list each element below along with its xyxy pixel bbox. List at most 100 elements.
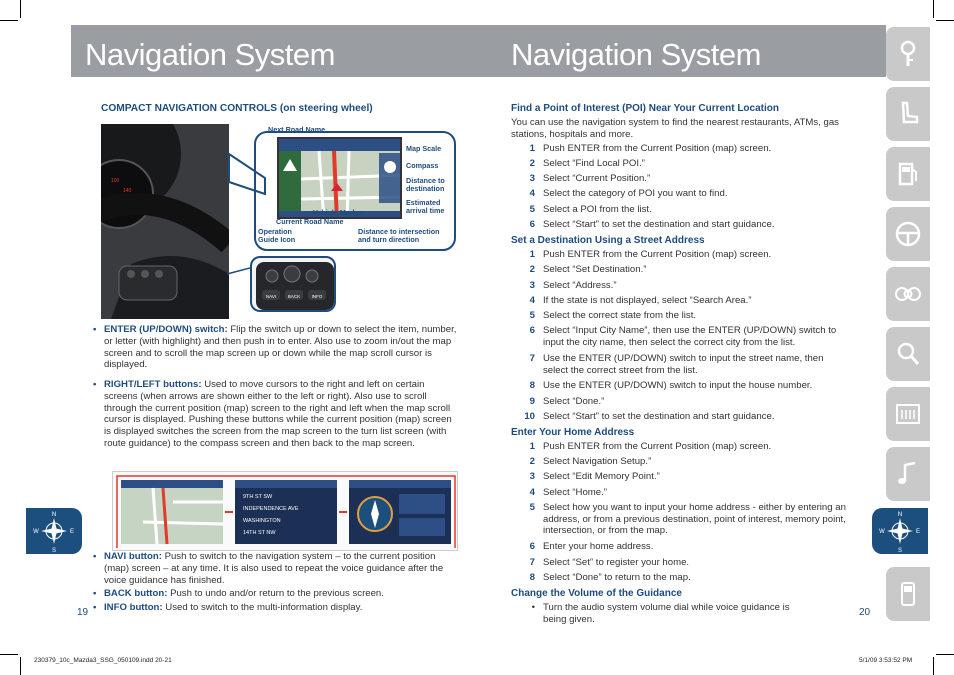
step-text: Select “Address.” <box>543 280 617 291</box>
step-text: Select how you want to input your home a… <box>543 502 846 537</box>
bullet-key: NAVI button: <box>104 551 162 562</box>
turn-list-item: 14TH ST NW <box>243 530 276 536</box>
left-banner: Navigation System <box>71 25 482 77</box>
compass-n-label: N <box>898 512 902 518</box>
steering-wheel-icon <box>895 221 921 247</box>
left-footer: 230379_10c_Mazda3_SSG_050109.indd 20-21 <box>34 657 172 664</box>
compass-e-label: E <box>916 529 920 535</box>
callout-vehicle-marker: Vehicle Marker <box>313 208 364 217</box>
right-compass-badge: N S W E <box>872 508 928 554</box>
compass-s-label: S <box>898 548 902 554</box>
tab-gauges[interactable] <box>886 267 930 321</box>
tab-phone[interactable] <box>886 567 930 621</box>
tab-keys[interactable] <box>886 27 930 81</box>
bullet-right-left: • RIGHT/LEFT buttons: Used to move curso… <box>93 379 452 449</box>
wheel-buttons-closeup: NAVI BACK INFO <box>250 256 336 312</box>
step-text: Select “Set Destination.” <box>543 264 647 275</box>
turn-list-item: WASHINGTON <box>243 518 281 524</box>
right-page-title: Navigation System <box>511 37 761 72</box>
bullet-key: BACK button: <box>104 588 168 599</box>
compass-w-label: W <box>879 529 885 535</box>
callout-distance-destination: Distance to destination <box>406 176 445 193</box>
bullet-back: • BACK button: Push to undo and/or retur… <box>93 588 384 599</box>
wheel-back-label: BACK <box>288 294 300 299</box>
tab-audio[interactable] <box>886 447 930 501</box>
step-text: Select the correct state from the list. <box>543 310 697 321</box>
turn-list-item: 9TH ST SW <box>243 494 273 500</box>
step-text: Select “Input City Name”, then use the E… <box>543 325 837 348</box>
bullet-navi: • NAVI button: Push to switch to the nav… <box>93 551 444 586</box>
step-text: Select “Set” to register your home. <box>543 557 690 568</box>
key-icon <box>900 40 916 66</box>
step-text: Push ENTER from the Current Position (ma… <box>543 441 772 452</box>
step-text: Enter your home address. <box>543 541 654 552</box>
left-compass-badge: N S W E <box>26 508 82 554</box>
right-footer: 5/1/09 3:53:52 PM <box>859 657 913 664</box>
tab-search[interactable] <box>886 327 930 381</box>
right-page-number: 20 <box>859 607 871 618</box>
callout-operation-guide: Operation Guide Icon <box>258 227 296 244</box>
navigation-screen-image <box>277 137 402 219</box>
step-text: Select “Done.” <box>543 396 605 407</box>
bullet-info: • INFO button: Used to switch to the mul… <box>93 602 363 613</box>
step-text: Push ENTER from the Current Position (ma… <box>543 249 772 260</box>
tab-seats[interactable] <box>886 87 930 141</box>
compass-w-label: W <box>33 529 39 535</box>
turn-list-item: INDEPENDENCE AVE <box>243 506 299 512</box>
step-text: Select “Find Local POI.” <box>543 158 645 169</box>
svg-text:100: 100 <box>111 178 120 184</box>
compass-s-label: S <box>52 548 56 554</box>
street-heading: Set a Destination Using a Street Address <box>511 235 705 246</box>
step-text: Turn the audio system volume dial while … <box>543 602 790 625</box>
home-heading: Enter Your Home Address <box>511 427 635 438</box>
step-text: Select “Start” to set the destination an… <box>543 411 775 422</box>
wheel-navi-label: NAVI <box>266 294 276 299</box>
compass-e-label: E <box>70 529 74 535</box>
step-text: Select Navigation Setup.” <box>543 456 652 467</box>
tab-climate[interactable] <box>886 387 930 441</box>
right-banner: Navigation System <box>482 25 886 77</box>
screen-sequence-image: 9TH ST SW INDEPENDENCE AVE WASHINGTON 14… <box>112 471 458 551</box>
callout-next-road: Next Road Name <box>268 125 326 134</box>
compact-controls-heading: COMPACT NAVIGATION CONTROLS (on steering… <box>101 103 373 114</box>
compass-rose-icon: N S W E <box>33 512 74 554</box>
tab-steering[interactable] <box>886 207 930 261</box>
bullet-key: INFO button: <box>104 602 163 613</box>
step-text: If the state is not displayed, select “S… <box>543 295 752 306</box>
step-text: Select “Home.” <box>543 487 607 498</box>
climate-icon <box>896 404 920 424</box>
guidance-bullet: •Turn the audio system volume dial while… <box>511 602 790 625</box>
guidance-heading: Change the Volume of the Guidance <box>511 588 682 599</box>
callout-distance-intersection: Distance to intersection and turn direct… <box>358 227 440 244</box>
tab-fuel[interactable] <box>886 147 930 201</box>
wheel-info-label: INFO <box>312 294 323 299</box>
left-page-number: 19 <box>77 607 89 618</box>
step-text: Use the ENTER (UP/DOWN) switch to input … <box>543 353 824 376</box>
compass-n-label: N <box>52 512 56 518</box>
callout-estimated-arrival: Estimated arrival time <box>406 198 445 215</box>
compass-rose-icon: N S W E <box>879 512 920 554</box>
poi-heading: Find a Point of Interest (POI) Near Your… <box>511 103 779 114</box>
poi-intro: You can use the navigation system to fin… <box>511 117 839 140</box>
bullet-text: Used to move cursors to the right and le… <box>104 379 452 449</box>
gauges-icon <box>895 287 921 301</box>
